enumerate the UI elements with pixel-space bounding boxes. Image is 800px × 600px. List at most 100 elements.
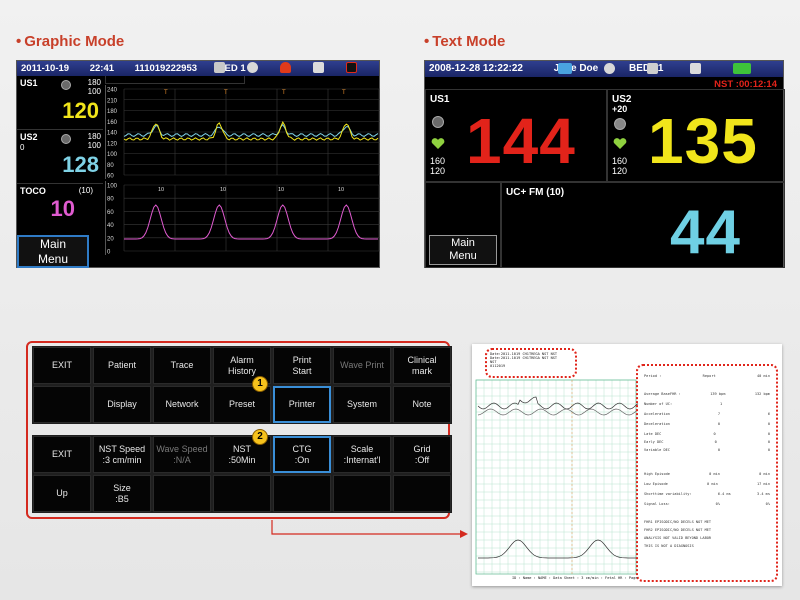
menu-item-printer[interactable]: Printer (273, 386, 331, 423)
menu-item-note[interactable]: Note (393, 386, 451, 423)
us2-label: US2 (20, 132, 38, 142)
menu-item-wave-print[interactable]: Wave Print (333, 347, 391, 384)
fhr-tick-label: 210 (107, 98, 118, 104)
fhr-mark: T (282, 90, 286, 96)
toco-value: 10 (50, 196, 75, 221)
uc-tick-label: 0 (107, 250, 111, 256)
us2-panel: US2 0 180 100 128 (17, 130, 103, 184)
heart-icon (431, 138, 445, 149)
us2-label: US2 (612, 94, 632, 105)
menu-item-empty (33, 386, 91, 423)
menu-item-network[interactable]: Network (153, 386, 211, 423)
footer-text: ID : Name : NAME : Data Sheet : 3 cm/min… (512, 576, 638, 580)
uc-mark-label: 10 (338, 187, 344, 193)
bed-label: BED 11 (629, 63, 664, 74)
us2-hi-limit: 160 (612, 156, 628, 166)
us1-lo-limit: 100 (87, 87, 101, 96)
empty-panel (425, 182, 501, 268)
speaker-icon (432, 116, 444, 128)
probe-icon (247, 62, 258, 73)
menu-item-exit[interactable]: EXIT (33, 347, 91, 384)
menu-item-up[interactable]: Up (33, 475, 91, 512)
fhr-mark: T (164, 90, 168, 96)
toco-label: TOCO (20, 186, 46, 196)
alarm-bell-icon (280, 62, 291, 73)
fhr-mark: T (224, 90, 228, 96)
bed-label: BED 1 (217, 63, 246, 74)
patient-id-label: 111019222953 (134, 63, 198, 74)
record-icon (346, 62, 357, 73)
menu-item-patient[interactable]: Patient (93, 347, 151, 384)
menu-item-size[interactable]: Size:B5 (93, 475, 151, 512)
printout-uc-line (478, 539, 638, 559)
toco-range: (10) (78, 186, 93, 195)
fhr-tick-label: 80 (107, 163, 114, 169)
step-1-badge: 1 (252, 376, 268, 392)
us2-value: 135 (648, 105, 758, 177)
step-2-badge: 2 (252, 429, 268, 445)
menu-item-empty (213, 475, 271, 512)
graphic-mode-title: •Graphic Mode (16, 33, 125, 50)
patient-name-label: Jane Doe (553, 63, 599, 74)
us2-offset: +20 (612, 104, 628, 114)
uc-mark-label: 10 (220, 187, 226, 193)
uc-mark-label: 10 (158, 187, 164, 193)
fhr-mark: T (342, 90, 346, 96)
fhr-tick-label: 60 (107, 174, 114, 180)
menu-item-grid[interactable]: Grid:Off (393, 436, 451, 473)
uc-value: 44 (670, 198, 741, 267)
menu-item-trace[interactable]: Trace (153, 347, 211, 384)
us2-lo-limit: 100 (87, 141, 101, 150)
toco-trace-line (124, 204, 378, 240)
menu-item-system[interactable]: System (333, 386, 391, 423)
message-area (105, 76, 245, 84)
speaker-icon (61, 134, 71, 144)
volume-icon (690, 63, 701, 74)
speaker-icon (614, 118, 626, 130)
text-mode-screen: 2008-12-28 12:22:22 Jane Doe BED 11 NST … (424, 60, 785, 268)
menu-item-display[interactable]: Display (93, 386, 151, 423)
nst-timer: NST :00:12:14 (714, 79, 777, 90)
us1-trace-line (123, 121, 379, 141)
toco-panel: TOCO (10) 10 (17, 184, 103, 234)
us1-value: 120 (62, 98, 99, 123)
us1-value: 144 (466, 105, 576, 177)
menu-item-ctg[interactable]: CTG:On (273, 436, 331, 473)
us1-hi-limit: 160 (430, 156, 446, 166)
menu-item-empty (393, 475, 451, 512)
menu-item-exit[interactable]: EXIT (33, 436, 91, 473)
datetime-label: 2008-12-28 12:22:22 (429, 63, 523, 74)
menu-item-wave-speed[interactable]: Wave Speed:N/A (153, 436, 211, 473)
volume-icon (313, 62, 324, 73)
fhr-tick-label: 160 (107, 120, 118, 126)
us2-lo-limit: 120 (612, 166, 628, 176)
uc-tick-label: 100 (107, 184, 118, 190)
printout-graph (475, 379, 639, 575)
fhr-tick-label: 100 (107, 152, 118, 158)
fhr-tick-label: 120 (107, 141, 118, 147)
menu-item-empty (273, 475, 331, 512)
network-icon (558, 63, 572, 74)
header-highlight (485, 348, 577, 378)
us2-trace-line (123, 123, 379, 137)
uc-tick-label: 80 (107, 197, 114, 203)
menu-item-scale[interactable]: Scale:Internat'l (333, 436, 391, 473)
uc-mark-label: 10 (278, 187, 284, 193)
us2-hi-limit: 180 (87, 132, 101, 141)
us1-label: US1 (430, 94, 450, 105)
menu-item-preset[interactable]: Preset (213, 386, 271, 423)
status-bar: 2008-12-28 12:22:22 Jane Doe BED 11 (425, 61, 783, 77)
menu-item-empty (333, 475, 391, 512)
heart-icon (613, 138, 627, 149)
menu-item-nst-speed[interactable]: NST Speed:3 cm/min (93, 436, 151, 473)
